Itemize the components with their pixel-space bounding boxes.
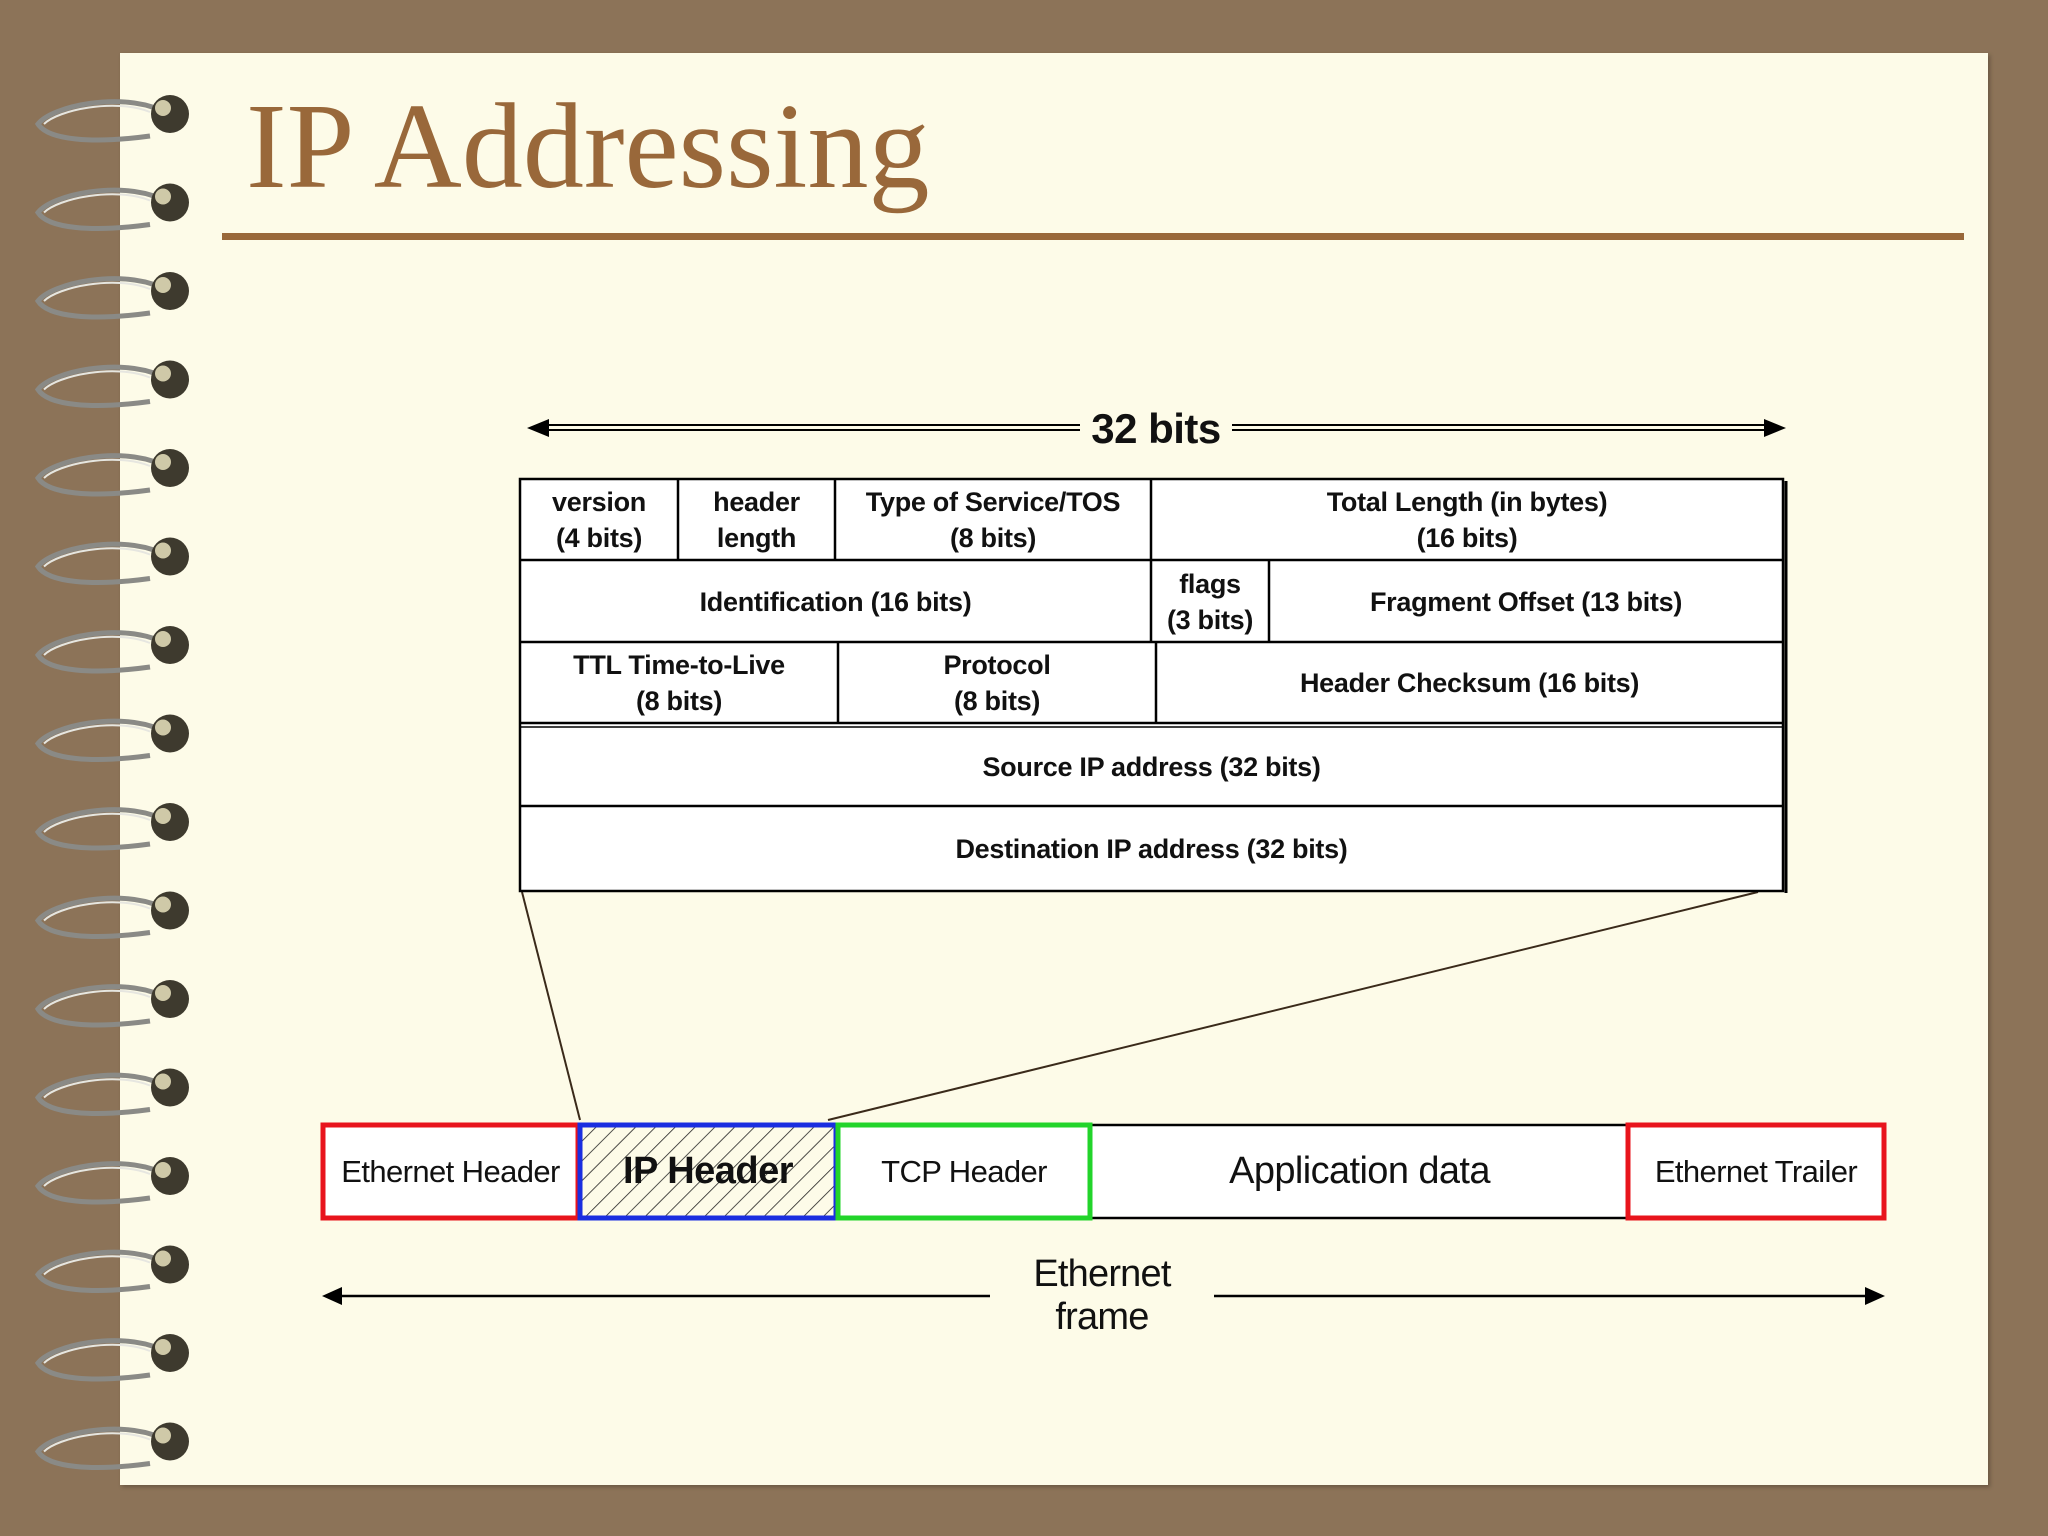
- spiral-ring: [34, 95, 189, 143]
- spiral-ring: [34, 891, 189, 939]
- ip-header-table: [518, 477, 1788, 893]
- segment-ethernet-header: Ethernet Header: [341, 1153, 560, 1189]
- spiral-ring: [34, 183, 189, 231]
- spiral-wire-highlight: [43, 989, 151, 1010]
- spiral-ring: [34, 1422, 189, 1470]
- field-source-ip: Source IP address (32 bits): [982, 751, 1321, 782]
- spiral-hole-highlight: [155, 1162, 171, 1178]
- field-total-length: Total Length (in bytes) (16 bits): [1326, 487, 1608, 553]
- zoom-lines: [521, 891, 1759, 1121]
- spiral-ring: [34, 272, 189, 320]
- spiral-hole-highlight: [155, 1250, 171, 1267]
- spiral-wire: [34, 807, 162, 851]
- spiral-wire-highlight: [43, 724, 151, 745]
- spiral-wire: [34, 541, 162, 585]
- ethernet-frame-label: Ethernet frame: [990, 1253, 1214, 1338]
- field-identification: Identification (16 bits): [699, 586, 972, 617]
- spiral-ring: [34, 360, 189, 408]
- spiral-wire: [34, 364, 162, 408]
- spiral-ring: [34, 803, 189, 851]
- spiral-wire-highlight: [43, 1166, 151, 1187]
- spiral-wire: [34, 1161, 162, 1205]
- spiral-wire-highlight: [43, 193, 151, 214]
- field-protocol: Protocol (8 bits): [943, 650, 1051, 716]
- segment-ethernet-trailer: Ethernet Trailer: [1654, 1153, 1858, 1189]
- segment-application-data: Application data: [1229, 1150, 1490, 1192]
- spiral-ring: [34, 449, 189, 497]
- spiral-hole-highlight: [155, 277, 171, 293]
- spiral-hole-highlight: [155, 542, 171, 559]
- page-title: IP Addressing: [246, 79, 930, 214]
- spiral-wire: [34, 1426, 162, 1470]
- field-destination-ip: Destination IP address (32 bits): [955, 833, 1348, 864]
- spiral-wire: [34, 1072, 162, 1116]
- spiral-wire: [34, 1338, 162, 1382]
- ethernet-frame: [320, 1122, 1887, 1221]
- spiral-ring: [34, 1157, 189, 1205]
- spiral-wire-highlight: [43, 901, 151, 922]
- spiral-wire-highlight: [43, 458, 151, 479]
- spiral-hole-highlight: [155, 808, 171, 824]
- spiral-wire-highlight: [43, 547, 151, 568]
- spiral-wire: [34, 895, 162, 939]
- spiral-ring: [34, 714, 189, 762]
- spiral-wire: [34, 984, 162, 1028]
- field-ttl: TTL Time-to-Live (8 bits): [573, 650, 785, 716]
- spiral-hole-highlight: [155, 631, 171, 647]
- segment-ip-header: IP Header: [622, 1150, 794, 1192]
- spiral-wire-highlight: [43, 1432, 151, 1453]
- field-version: version (4 bits): [552, 487, 646, 553]
- field-flags: flags (3 bits): [1166, 568, 1254, 635]
- spiral-hole-highlight: [155, 188, 171, 205]
- title-underline: [222, 233, 1964, 240]
- spiral-wire-highlight: [43, 370, 151, 391]
- spiral-wire-highlight: [43, 104, 151, 125]
- header-width-label: 32 bits: [1080, 402, 1232, 456]
- spiral-hole-highlight: [155, 985, 171, 1001]
- spiral-hole-highlight: [155, 719, 171, 736]
- spiral-wire: [34, 187, 162, 231]
- spiral-hole-highlight: [155, 1339, 171, 1355]
- spiral-ring: [34, 1245, 189, 1293]
- spiral-hole-highlight: [155, 365, 171, 382]
- spiral-ring: [34, 1068, 189, 1116]
- spiral-wire-highlight: [43, 1343, 151, 1364]
- spiral-hole-highlight: [155, 896, 171, 913]
- spiral-wire: [34, 99, 162, 143]
- spiral-wire-highlight: [43, 635, 151, 656]
- field-header-length: header length: [713, 487, 800, 553]
- spiral-wire: [34, 718, 162, 762]
- spiral-hole-highlight: [155, 1073, 171, 1090]
- spiral-ring: [34, 980, 189, 1028]
- spiral-hole-highlight: [155, 454, 171, 470]
- spiral-binding: [34, 95, 189, 1470]
- spiral-ring: [34, 1334, 189, 1382]
- spiral-hole-highlight: [155, 1427, 171, 1444]
- spiral-wire-highlight: [43, 1255, 151, 1276]
- segment-tcp-header: TCP Header: [881, 1153, 1047, 1189]
- field-fragment-offset: Fragment Offset (13 bits): [1369, 586, 1683, 617]
- spiral-ring: [34, 626, 189, 674]
- field-header-checksum: Header Checksum (16 bits): [1299, 668, 1640, 698]
- spiral-wire-highlight: [43, 1078, 151, 1099]
- spiral-hole-highlight: [155, 100, 171, 116]
- spiral-wire: [34, 276, 162, 320]
- spiral-wire-highlight: [43, 812, 151, 833]
- field-type-of-service: Type of Service/TOS (8 bits): [865, 487, 1121, 553]
- spiral-wire: [34, 453, 162, 497]
- spiral-wire: [34, 630, 162, 674]
- spiral-wire-highlight: [43, 281, 151, 302]
- spiral-ring: [34, 537, 189, 585]
- spiral-wire: [34, 1249, 162, 1293]
